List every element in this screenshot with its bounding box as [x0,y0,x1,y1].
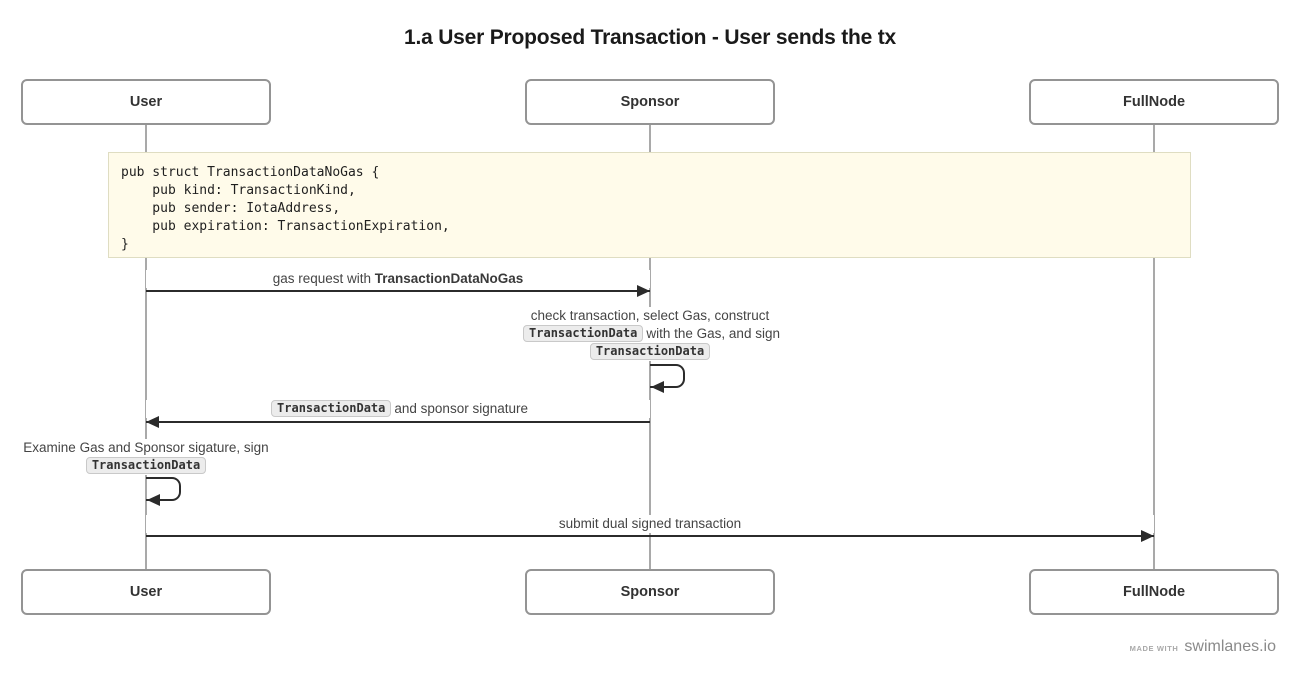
actor-label-user: User [129,584,163,600]
message-label-user-self: Examine Gas and Sponsor sigature, sign T… [6,439,286,475]
sponsor-self-line1: check transaction, select Gas, construct [530,308,770,323]
actor-label-user: User [129,94,163,110]
code-line: pub kind: TransactionKind, [121,183,356,198]
lifeline-user [145,124,147,570]
actor-box-user-top: User [21,79,271,125]
code-chip: TransactionData [85,457,207,474]
sponsor-self-line3: TransactionData [430,343,870,361]
swimlanes-brand: swimlanes.io [1184,638,1276,655]
self-loop-user [146,477,181,501]
message-label-sponsor-self: check transaction, select Gas, construct… [430,307,870,361]
actor-box-user-bottom: User [21,569,271,615]
actor-label-fullnode: FullNode [1122,584,1186,600]
code-line: pub struct TransactionDataNoGas { [121,165,380,180]
code-chip: TransactionData [589,343,711,360]
actor-box-fullnode-bottom: FullNode [1029,569,1279,615]
actor-label-sponsor: Sponsor [620,584,680,600]
diagram-title: 1.a User Proposed Transaction - User sen… [403,26,897,49]
arrowhead-left-icon [651,381,664,393]
sponsor-self-line2-text: with the Gas, and sign [646,326,780,341]
code-chip: TransactionData [523,325,644,342]
code-chip: TransactionData [271,400,392,417]
arrowhead-right-icon [637,285,650,297]
actor-label-fullnode: FullNode [1122,94,1186,110]
gas-request-bold-text: TransactionDataNoGas [374,271,524,286]
code-line: pub expiration: TransactionExpiration, [121,219,450,234]
arrow-sponsor-to-user [146,421,650,423]
code-line: pub sender: IotaAddress, [121,201,341,216]
user-self-line1: Examine Gas and Sponsor sigature, sign [23,440,269,455]
arrowhead-left-icon [146,416,159,428]
message-label-submit: submit dual signed transaction [146,515,1154,533]
actor-box-fullnode-top: FullNode [1029,79,1279,125]
arrow-user-to-sponsor [146,290,650,292]
arrow-user-to-fullnode [146,535,1154,537]
arrowhead-left-icon [147,494,160,506]
code-note: pub struct TransactionDataNoGas { pub ki… [108,152,1191,258]
actor-label-sponsor: Sponsor [620,94,680,110]
actor-box-sponsor-top: Sponsor [525,79,775,125]
made-with-label: MADE WITH [1129,644,1179,653]
sponsor-reply-text: and sponsor signature [394,401,528,416]
message-label-gas-request: gas request with TransactionDataNoGas [146,270,650,288]
submit-text: submit dual signed transaction [558,516,742,531]
lifeline-fullnode [1153,124,1155,570]
self-loop-sponsor [650,364,685,388]
code-line: } [121,237,129,252]
actor-box-sponsor-bottom: Sponsor [525,569,775,615]
arrowhead-right-icon [1141,530,1154,542]
footer-branding: MADE WITH swimlanes.io [1130,638,1276,656]
gas-request-text: gas request with [272,271,375,286]
user-self-line2: TransactionData [6,457,286,475]
